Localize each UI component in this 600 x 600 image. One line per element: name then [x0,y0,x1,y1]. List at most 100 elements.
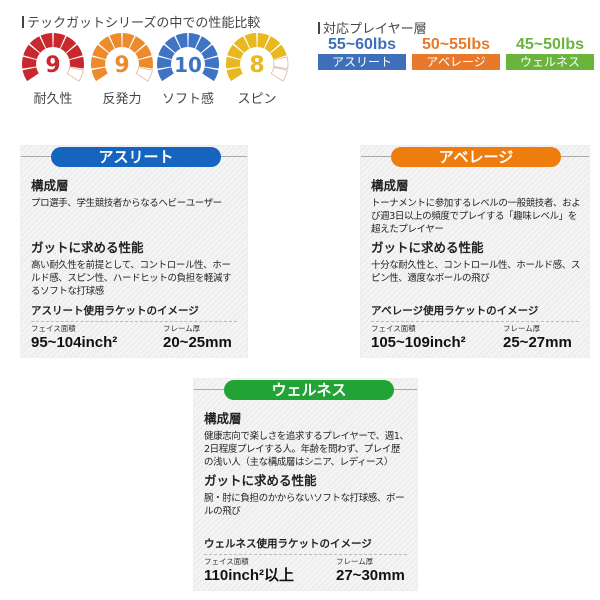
gauge-segment-empty [273,56,289,70]
gauge-segment-filled [225,56,241,69]
dashed-divider [371,321,579,322]
performance-heading: ガットに求める性能 [371,240,484,255]
gauge-value: 10 [174,53,202,77]
frame-value: 27~30mm [336,567,405,584]
level-athlete: 55~60lbs アスリート [318,36,406,70]
gauge-value: 9 [114,53,129,78]
composition-heading: 構成層 [371,178,409,193]
gauge-segment-filled [138,56,154,69]
performance-title: テックガットシリーズの中での性能比較 [22,12,260,31]
level-lbs: 50~55lbs [421,36,491,53]
gauge-segment-filled [109,33,122,49]
spec-labels-row: フェイス面積 フレーム厚 [371,324,581,334]
frame-label: フレーム厚 [336,557,374,566]
level-wellness: 45~50lbs ウェルネス [506,36,594,70]
level-tag: ウェルネス [506,54,594,70]
gauge-label: スピン [237,92,277,107]
gauge-segment-filled [175,33,188,49]
composition-text: 健康志向で楽しさを追求するプレイヤーで、週1、2日程度プレイする人。年齢を問わず… [204,431,409,468]
gauge-1: 9 [90,33,154,82]
gauge-segment-filled [270,44,287,60]
composition-text: トーナメントに参加するレベルの一般競技者、および週3日以上の頻度でプレイする「趣… [371,198,581,235]
frame-value: 20~25mm [163,334,232,351]
gauge-segment-filled [69,56,85,69]
gauge-segment-empty [66,66,84,82]
gauge-segment-filled [21,56,37,69]
spec-labels-row: フェイス面積 フレーム厚 [31,324,239,334]
gauge-segment-filled [90,56,106,69]
gauge-segment-filled [98,36,115,53]
gauge-segment-filled [227,44,244,60]
gauge-2: 10 [156,33,220,82]
level-average: 50~55lbs アベレージ [412,36,500,70]
gauge-segment-filled [202,67,219,82]
gauge-segment-filled [188,33,201,49]
gauge-segment-filled [60,36,77,53]
frame-value: 25~27mm [503,334,572,351]
gauge-segment-filled [129,36,146,53]
gauge-3: 8 [225,33,289,82]
level-tag: アスリート [318,54,406,70]
face-value: 95~104inch² [31,334,118,351]
racket-image-title: アスリート使用ラケットのイメージ [31,305,199,317]
level-lbs: 55~60lbs [327,36,397,53]
gauge-value: 8 [249,53,264,78]
level-lbs: 45~50lbs [515,36,585,53]
gauge-segment-filled [29,36,46,53]
gauge-label: 反発力 [102,92,142,107]
card-title-pill: アベレージ [391,147,561,167]
gauge-segment-filled [226,67,243,82]
gauge-segment-filled [195,36,212,53]
frame-label: フレーム厚 [163,324,201,333]
gauge-label: ソフト感 [161,92,214,107]
composition-heading: 構成層 [204,411,242,426]
performance-heading: ガットに求める性能 [31,240,144,255]
gauge-segment-filled [22,67,39,82]
dashed-divider [31,321,237,322]
racket-image-title: アベレージ使用ラケットのイメージ [371,305,539,317]
gauge-segment-filled [158,44,175,60]
gauge-segment-filled [257,33,270,49]
performance-text: 十分な耐久性と、コントロール性、ホールド感、スピン性、適度なボールの飛び [371,260,580,284]
card-athlete: アスリート 構成層 プロ選手、学生競技者からなるヘビーユーザー ガットに求める性… [20,145,248,358]
gauge-segment-filled [122,33,135,49]
gauge-segment-filled [91,67,108,82]
gauge-segment-filled [244,33,257,49]
face-value: 110inch²以上 [204,567,295,584]
face-label: フェイス面積 [204,557,249,566]
face-label: フェイス面積 [31,324,76,333]
composition-heading: 構成層 [31,178,69,193]
performance-text: 腕・肘に負担のかからないソフトな打球感、ボールの飛び [204,493,405,517]
gauge-0: 9 [21,33,85,82]
spec-labels-row: フェイス面積 フレーム厚 [204,557,409,567]
card-average: アベレージ 構成層 トーナメントに参加するレベルの一般競技者、および週3日以上の… [360,145,590,358]
gauge-segment-filled [23,44,40,60]
gauge-segment-filled [135,44,152,60]
gauge-segment-empty [135,66,153,82]
gauge-segment-filled [53,33,66,49]
composition-text: プロ選手、学生競技者からなるヘビーユーザー [31,198,222,209]
gauge-segment-filled [201,44,218,60]
gauge-segment-filled [66,44,83,60]
face-label: フェイス面積 [371,324,416,333]
gauge-segment-filled [92,44,109,60]
level-tag: アベレージ [412,54,500,70]
racket-image-title: ウェルネス使用ラケットのイメージ [204,538,372,550]
frame-label: フレーム厚 [503,324,541,333]
card-wellness: ウェルネス 構成層 健康志向で楽しさを追求するプレイヤーで、週1、2日程度プレイ… [193,378,418,591]
card-title-pill: ウェルネス [224,380,394,400]
spec-values-row: 105~109inch² 25~27mm [371,334,581,351]
performance-text: 高い耐久性を前提として、コントロール性、ホールド感、スピン性、ハードヒットの負担… [31,260,232,297]
card-title-pill: アスリート [51,147,221,167]
face-value: 105~109inch² [371,334,466,351]
spec-values-row: 95~104inch² 20~25mm [31,334,239,351]
gauge-segment-filled [204,56,220,69]
gauge-value: 9 [45,53,60,78]
gauge-segment-filled [157,67,174,82]
gauge-segment-empty [270,66,288,82]
spec-values-row: 110inch²以上 27~30mm [204,567,409,584]
gauge-segment-filled [233,36,250,53]
dashed-divider [204,554,407,555]
gauge-segment-filled [164,36,181,53]
gauge-label: 耐久性 [33,92,73,107]
